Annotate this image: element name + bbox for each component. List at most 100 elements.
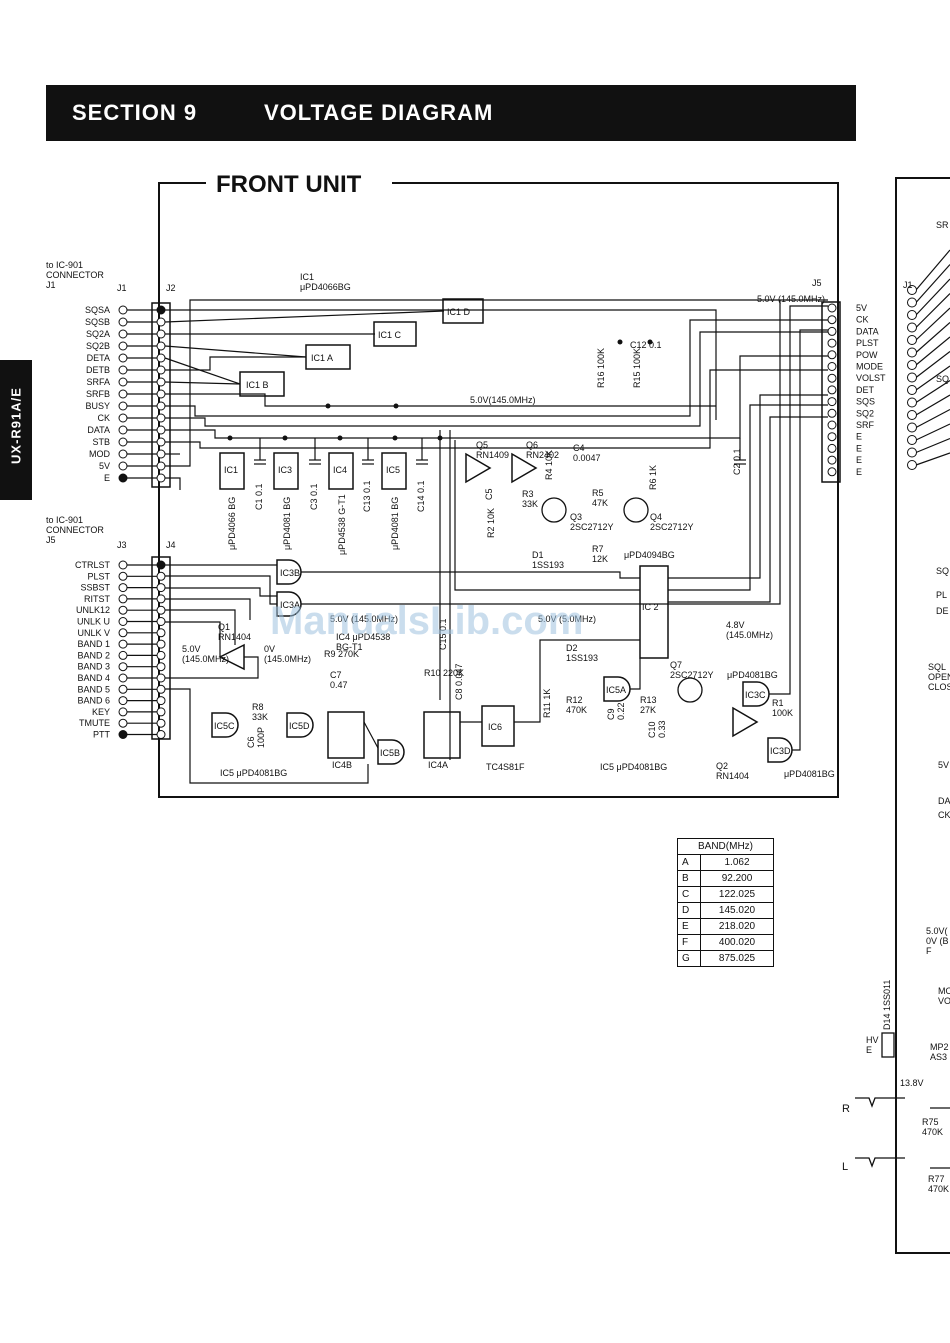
- j2-pin-label: SQSB: [85, 317, 110, 327]
- j2-pin-label: DETB: [86, 365, 110, 375]
- r11-label: R11 1K: [542, 689, 552, 718]
- ic4b-box: [327, 711, 365, 759]
- j4-pin-label: KEY: [92, 707, 110, 717]
- right-unit-frame: [895, 177, 950, 1254]
- j3-label: J3: [117, 540, 127, 550]
- j1-pin: [118, 425, 128, 435]
- j4-pin: [156, 684, 166, 694]
- ic1b-label: IC1 B: [246, 380, 269, 390]
- j4-pin: [156, 707, 166, 717]
- c10-label: C100.33: [647, 720, 667, 738]
- right-da-label: DA: [938, 796, 950, 806]
- ic4-part-label: μPD4538 G-T1: [337, 494, 347, 555]
- j4-pin-label: CTRLST: [75, 560, 111, 570]
- j5-pin: [827, 350, 837, 360]
- j5-connector: [821, 301, 841, 483]
- j3-pin: [118, 662, 128, 672]
- j2-pin: [156, 425, 166, 435]
- ic5c-gate: [211, 712, 239, 738]
- j2-pin-label: STB: [92, 437, 110, 447]
- band-frequency: 1.062: [700, 854, 774, 871]
- jack-l: [855, 1157, 905, 1168]
- right-sql-label: SQLOPENCLOS: [928, 662, 950, 692]
- j4-pin: [156, 560, 166, 570]
- supply-13v8-label: 13.8V: [900, 1078, 924, 1088]
- j4-pin-label: UNLK12: [76, 605, 110, 615]
- c3-label: C3 0.1: [309, 483, 319, 510]
- right-j1-pin: [907, 372, 917, 383]
- j2-pin: [156, 461, 166, 471]
- j4-pin: [156, 605, 166, 615]
- ic2-part-label: μPD4094BG: [624, 550, 675, 560]
- r16-label: R16 100K: [596, 348, 606, 388]
- section-header-bar: [46, 85, 856, 141]
- q2-buffer: [732, 706, 759, 738]
- q3-transistor: [541, 497, 567, 523]
- ic5a-gate: [603, 676, 631, 702]
- j2-pin-label: DATA: [87, 425, 110, 435]
- j4-pin-label: BAND 3: [77, 662, 110, 672]
- ic3d-gate: [767, 737, 793, 763]
- watermark: ManualsLib.com: [270, 599, 583, 643]
- j5-pin-label: SRF: [856, 420, 875, 430]
- ic3-bottom-label: μPD4081BG: [784, 769, 835, 779]
- j5-pin: [827, 408, 837, 418]
- ic2-supply-label: 5.0V (5.0MHz): [538, 614, 596, 624]
- j2-pin: [156, 401, 166, 411]
- right-pl-label: PL: [936, 590, 947, 600]
- j2-connector: [151, 302, 171, 488]
- j3-pin: [118, 605, 128, 615]
- ic4-power-box: [328, 452, 354, 490]
- j1-pin: [118, 317, 128, 327]
- j5-pin-label: DET: [856, 385, 875, 395]
- j1-pin: [118, 341, 128, 351]
- q1-buffer: [218, 643, 245, 671]
- right-ck-label: CK: [938, 810, 950, 820]
- right-j1-pin: [907, 335, 917, 345]
- hv-terminal: [881, 1032, 895, 1058]
- r2-label: R2 10K: [486, 508, 496, 538]
- j4-pin: [156, 617, 166, 626]
- ic4-supply-label: 5.0V (145.0MHz): [330, 614, 398, 624]
- right-j1-pin: [907, 310, 917, 320]
- j4-pin-label: RITST: [84, 594, 111, 604]
- j1-pin: [118, 389, 128, 399]
- right-j1-pin: [907, 360, 917, 370]
- j3-pin: [118, 730, 128, 739]
- j4-pin-label: BAND 6: [77, 696, 110, 706]
- ic1a-label: IC1 A: [311, 353, 333, 363]
- ic6-box: [481, 705, 515, 747]
- j3-pin: [118, 639, 128, 649]
- j3-pin: [118, 628, 128, 638]
- c9-label: C90.22: [606, 702, 626, 720]
- right-j1-pin: [907, 460, 917, 470]
- j5-pin-label: 5V: [856, 303, 867, 313]
- band-frequency: 145.020: [700, 902, 774, 919]
- j2-label: J2: [166, 283, 176, 293]
- r9-label: R9 270K: [324, 649, 359, 659]
- j2-pin: [156, 413, 166, 423]
- band-frequency: 122.025: [700, 886, 774, 903]
- j4-pin: [156, 718, 166, 728]
- j1-pin: [118, 365, 128, 375]
- ic3a-gate: [276, 591, 302, 617]
- jack-r-label: R: [842, 1103, 850, 1115]
- front-unit-frame: [158, 182, 839, 798]
- r15-label: R15 100K: [632, 348, 642, 388]
- ic1-part-label: μPD4066 BG: [227, 497, 237, 550]
- j4-pin-label: PLST: [87, 571, 110, 581]
- j4-pin-label: UNLK V: [77, 628, 110, 638]
- q7-transistor: [677, 677, 703, 703]
- j2-pin-label: SQSA: [85, 305, 110, 315]
- band-letter: B: [677, 870, 701, 887]
